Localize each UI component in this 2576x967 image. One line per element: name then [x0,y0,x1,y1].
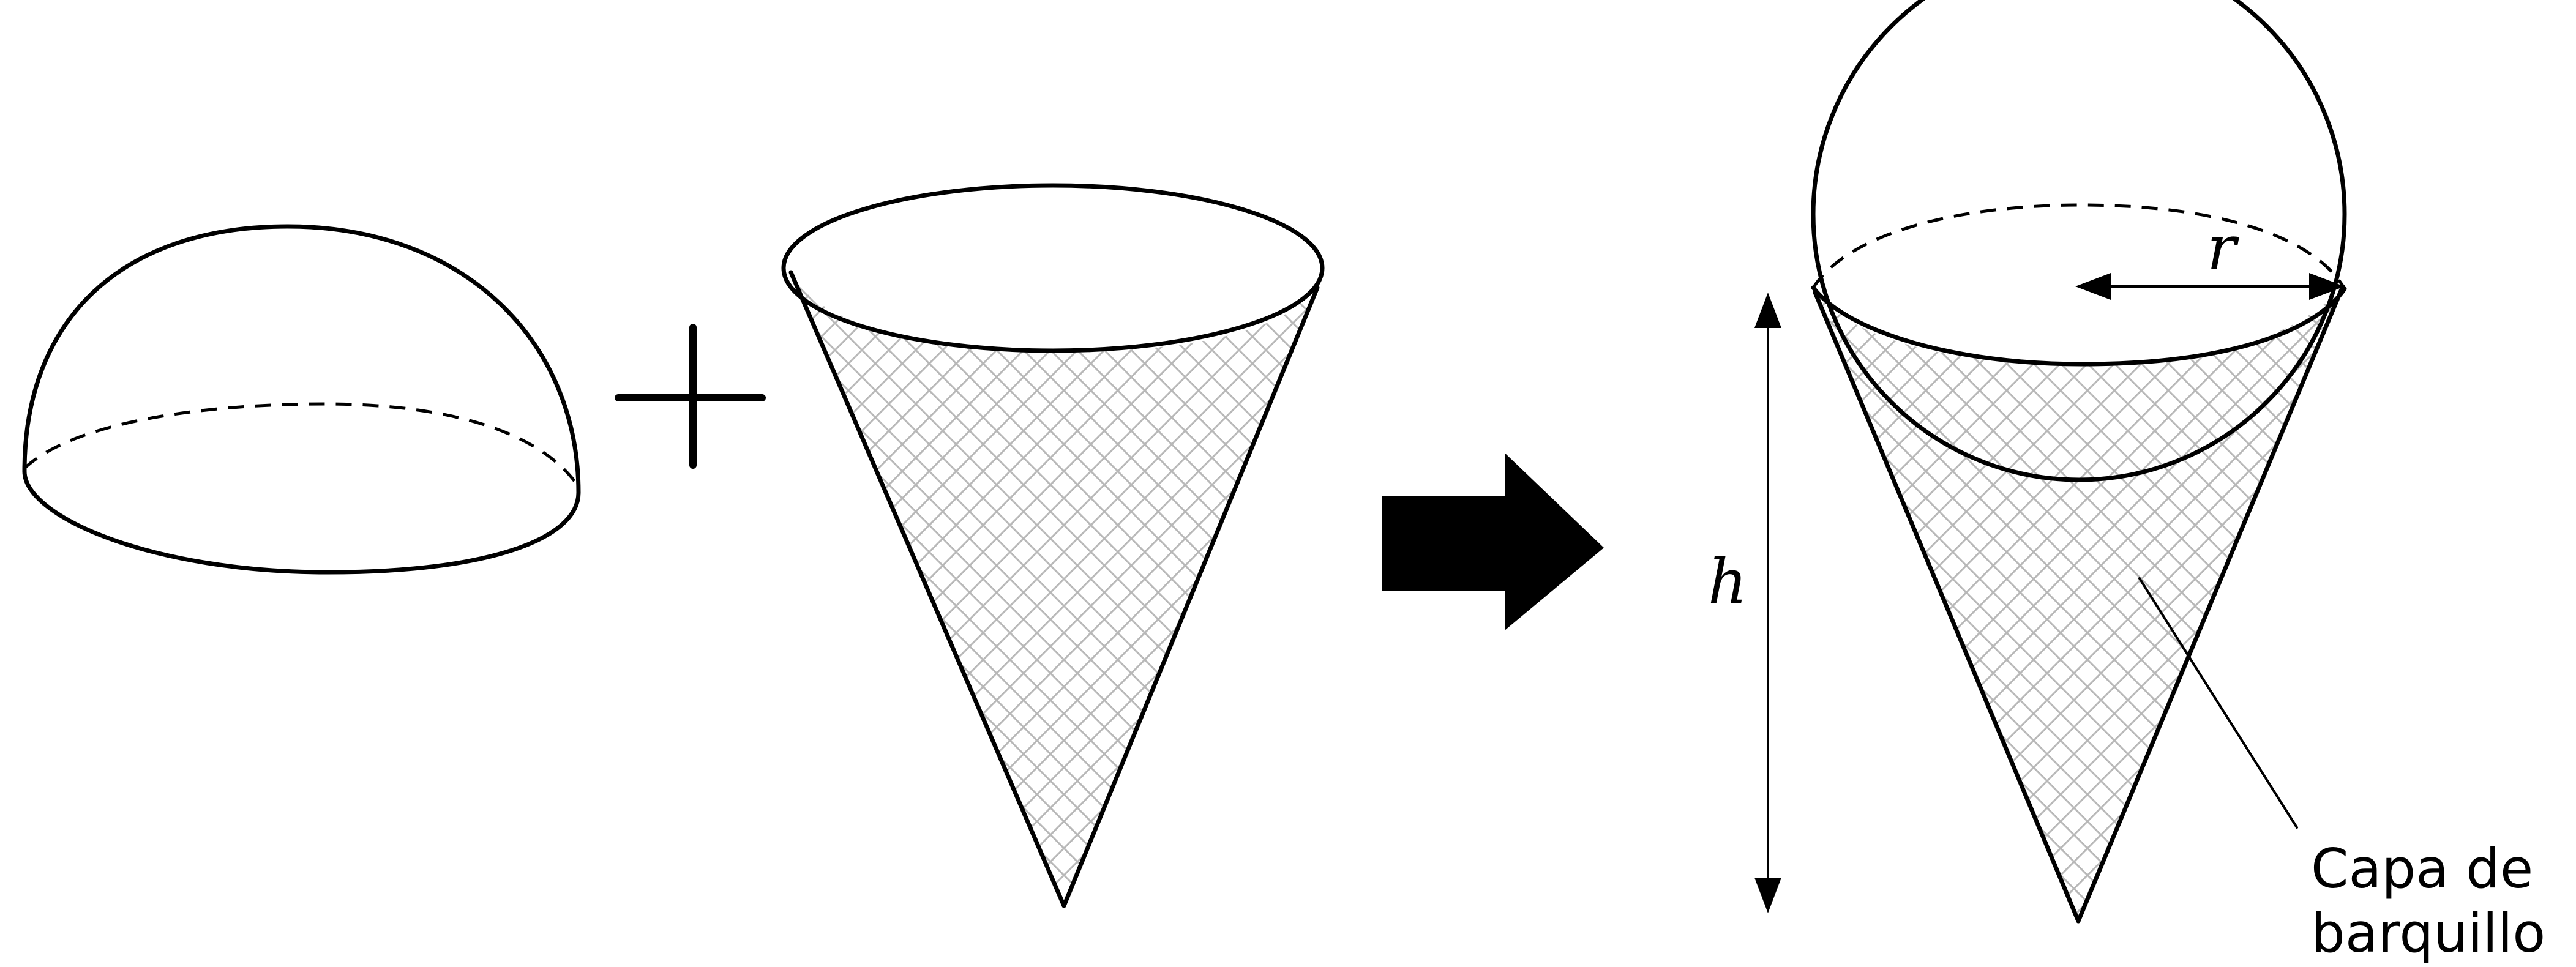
ice-cream-cone [1811,0,2347,924]
radius-label: r [2207,212,2239,284]
caption-leader-line [2138,577,2298,829]
caption-line-1: Capa de [2311,837,2533,900]
caption-line-2: barquillo [2311,902,2545,965]
cone [781,183,1325,908]
right-arrow-icon [1382,453,1604,630]
hemisphere [22,224,581,575]
radius-arrow [2075,273,2345,300]
plus-icon [615,324,766,469]
height-label: h [1708,546,1747,618]
height-arrow [1754,293,1781,913]
